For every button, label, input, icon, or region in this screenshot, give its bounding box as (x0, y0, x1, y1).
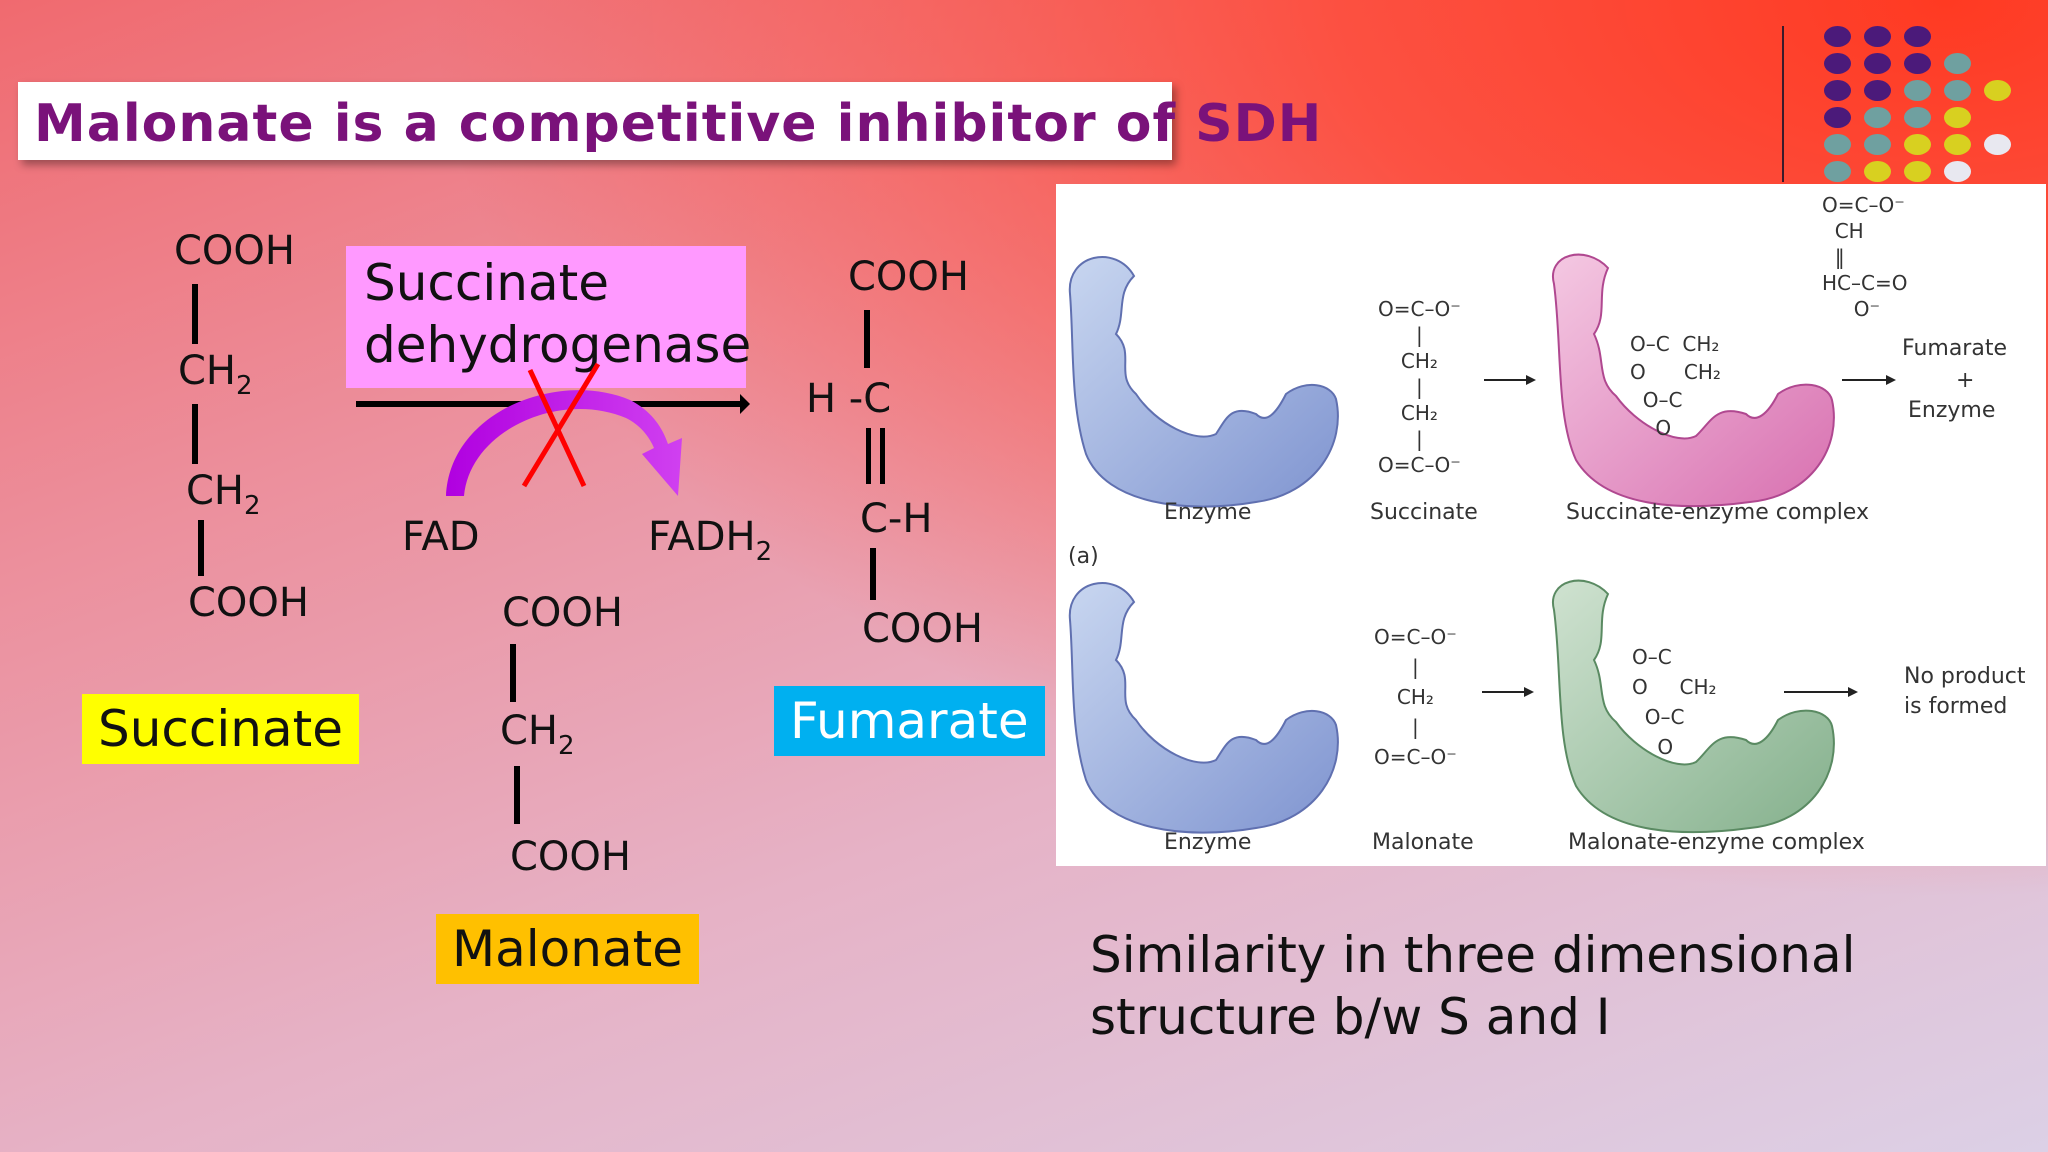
bond-line (870, 548, 876, 600)
fadh2-label: FADH2 (648, 514, 773, 567)
figure-label-malonate: Malonate (1372, 830, 1474, 855)
reaction-arrowhead (740, 394, 750, 414)
page-title: Malonate is a competitive inhibitor of S… (34, 94, 1323, 154)
figure-label-complex-top: Succinate-enzyme complex (1566, 500, 1869, 525)
figure-label-no-product: No product is formed (1904, 664, 2026, 719)
enzyme-box (346, 246, 746, 388)
figure-panel-label: (a) (1068, 544, 1099, 569)
figure-label-fumarate: Fumarate (1902, 336, 2007, 361)
malonate-complex-shape (1551, 579, 1835, 834)
decorative-dot-grid (1824, 26, 2024, 186)
double-bond-line-1 (866, 428, 871, 484)
cross-line-2 (521, 362, 601, 488)
fumarate-cooh-bottom: COOH (862, 606, 983, 652)
succinate-cooh-bottom: COOH (188, 580, 309, 626)
fumarate-hc: H -C (806, 376, 892, 422)
malonate-label: Malonate (436, 914, 699, 984)
bond-line (192, 404, 198, 464)
bond-line (192, 284, 198, 344)
bond-line (198, 520, 204, 576)
fumarate-ch: C-H (860, 496, 933, 542)
bond-line (864, 310, 870, 368)
cofactor-arc (446, 390, 682, 496)
figure-label-enzyme-bottom: Enzyme (1164, 830, 1252, 855)
malonate-cooh-bottom: COOH (510, 834, 631, 880)
fumarate-cooh-top: COOH (848, 254, 969, 300)
reaction-diagram (356, 362, 750, 496)
malonate-cooh-top: COOH (502, 590, 623, 636)
enzyme-mechanism-figure: O=C–O⁻|CH₂|CH₂|O=C–O⁻ O=C–O⁻ CH ‖HC–C=O … (1056, 184, 2046, 866)
enzyme-shape-top (1068, 256, 1339, 508)
succinate-complex-shape (1551, 253, 1835, 508)
corner-divider-line (1782, 26, 1784, 182)
fumarate-structure-sketch: O=C–O⁻ CH ‖HC–C=O O⁻ (1822, 193, 1908, 321)
title-box: Malonate is a competitive inhibitor of S… (18, 82, 1321, 160)
figure-label-complex-bottom: Malonate-enzyme complex (1568, 830, 1865, 855)
figure-label-plus: + (1956, 368, 1975, 393)
malonate-ch2: CH2 (500, 708, 575, 761)
succinate-structure-sketch: O=C–O⁻|CH₂|CH₂|O=C–O⁻ (1378, 297, 1461, 477)
succinate-ch2-1: CH2 (178, 348, 253, 401)
fad-label: FAD (402, 514, 480, 560)
bond-line (514, 766, 520, 824)
figure-caption: Similarity in three dimensional structur… (1090, 926, 1856, 1046)
enzyme-shape-bottom (1068, 582, 1339, 834)
figure-label-enzyme-top: Enzyme (1164, 500, 1252, 525)
fumarate-label: Fumarate (774, 686, 1045, 756)
bond-line (510, 644, 516, 702)
figure-graphics (1068, 253, 1896, 834)
double-bond-line-2 (880, 428, 885, 484)
succinate-cooh-top: COOH (174, 228, 295, 274)
figure-label-succinate: Succinate (1370, 500, 1478, 525)
enzyme-name: Succinate dehydrogenase (364, 254, 752, 374)
figure-label-enzyme-product: Enzyme (1908, 398, 1996, 423)
succinate-ch2-2: CH2 (186, 468, 261, 521)
malonate-structure-sketch: O=C–O⁻|CH₂|O=C–O⁻ (1374, 625, 1457, 769)
succinate-label: Succinate (82, 694, 359, 764)
